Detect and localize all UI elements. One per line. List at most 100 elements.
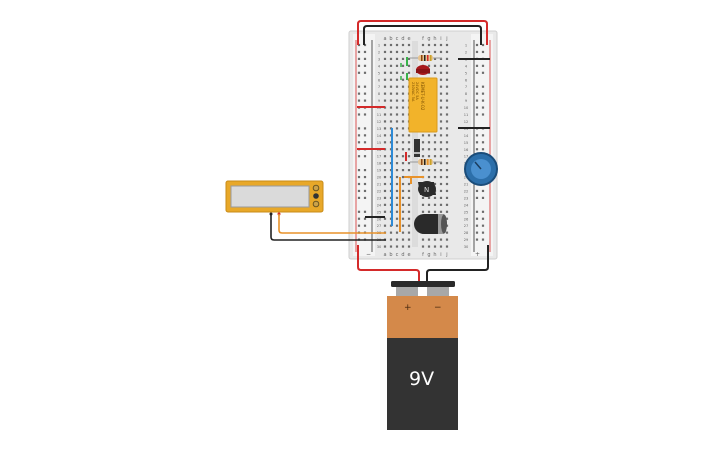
breadboard-hole[interactable] bbox=[395, 92, 399, 95]
breadboard-hole[interactable] bbox=[401, 106, 405, 109]
breadboard-hole[interactable] bbox=[401, 50, 405, 54]
breadboard-hole[interactable] bbox=[481, 217, 485, 220]
breadboard-hole[interactable] bbox=[433, 182, 437, 186]
breadboard-hole[interactable] bbox=[439, 127, 443, 130]
breadboard-hole[interactable] bbox=[357, 210, 361, 213]
breadboard-hole[interactable] bbox=[445, 175, 449, 179]
potentiometer[interactable] bbox=[464, 152, 498, 186]
breadboard-hole[interactable] bbox=[357, 155, 361, 158]
breadboard-hole[interactable] bbox=[395, 203, 399, 206]
breadboard-hole[interactable] bbox=[407, 217, 411, 220]
breadboard-hole[interactable] bbox=[421, 210, 425, 213]
breadboard-hole[interactable] bbox=[475, 64, 479, 67]
breadboard-hole[interactable] bbox=[401, 224, 405, 227]
breadboard-hole[interactable] bbox=[445, 71, 449, 74]
breadboard-hole[interactable] bbox=[383, 64, 387, 67]
breadboard-hole[interactable] bbox=[427, 141, 431, 144]
breadboard-hole[interactable] bbox=[433, 196, 437, 199]
breadboard-hole[interactable] bbox=[407, 169, 411, 172]
breadboard-hole[interactable] bbox=[439, 85, 443, 88]
multimeter-leads[interactable] bbox=[270, 214, 386, 241]
breadboard-hole[interactable] bbox=[395, 175, 399, 179]
breadboard-hole[interactable] bbox=[475, 224, 479, 227]
breadboard-hole[interactable] bbox=[383, 120, 387, 123]
breadboard-hole[interactable] bbox=[383, 78, 387, 81]
breadboard-hole[interactable] bbox=[433, 169, 437, 172]
breadboard-hole[interactable] bbox=[407, 238, 411, 241]
breadboard-hole[interactable] bbox=[401, 120, 405, 123]
breadboard-hole[interactable] bbox=[445, 231, 449, 234]
breadboard-hole[interactable] bbox=[407, 50, 411, 54]
breadboard-hole[interactable] bbox=[383, 175, 387, 179]
breadboard-hole[interactable] bbox=[395, 120, 399, 123]
breadboard-hole[interactable] bbox=[421, 50, 425, 54]
breadboard-hole[interactable] bbox=[481, 85, 485, 88]
breadboard-hole[interactable] bbox=[383, 57, 387, 60]
breadboard-hole[interactable] bbox=[421, 134, 425, 137]
breadboard-hole[interactable] bbox=[427, 43, 431, 47]
breadboard-hole[interactable] bbox=[433, 43, 437, 47]
breadboard-hole[interactable] bbox=[401, 148, 405, 151]
breadboard-hole[interactable] bbox=[383, 99, 387, 102]
breadboard-hole[interactable] bbox=[421, 245, 425, 248]
breadboard-hole[interactable] bbox=[383, 92, 387, 95]
breadboard-hole[interactable] bbox=[407, 203, 411, 206]
breadboard-hole[interactable] bbox=[445, 43, 449, 47]
breadboard-hole[interactable] bbox=[433, 148, 437, 151]
breadboard-hole[interactable] bbox=[433, 64, 437, 67]
resistor-2[interactable] bbox=[410, 159, 442, 165]
breadboard-hole[interactable] bbox=[407, 148, 411, 151]
breadboard-hole[interactable] bbox=[401, 196, 405, 199]
breadboard-hole[interactable] bbox=[357, 175, 361, 179]
breadboard-hole[interactable] bbox=[383, 169, 387, 172]
breadboard-hole[interactable] bbox=[481, 113, 485, 116]
breadboard-hole[interactable] bbox=[407, 189, 411, 193]
breadboard-hole[interactable] bbox=[433, 50, 437, 54]
breadboard-hole[interactable] bbox=[439, 92, 443, 95]
breadboard-hole[interactable] bbox=[445, 141, 449, 144]
breadboard-hole[interactable] bbox=[433, 155, 437, 158]
breadboard-hole[interactable] bbox=[427, 238, 431, 241]
multimeter-port-2[interactable] bbox=[313, 193, 319, 199]
breadboard-hole[interactable] bbox=[383, 210, 387, 213]
breadboard-hole[interactable] bbox=[401, 217, 405, 220]
breadboard-hole[interactable] bbox=[401, 155, 405, 158]
breadboard-hole[interactable] bbox=[407, 71, 411, 74]
breadboard-hole[interactable] bbox=[363, 182, 367, 186]
battery-leads[interactable] bbox=[357, 245, 489, 282]
breadboard-hole[interactable] bbox=[363, 169, 367, 172]
breadboard-hole[interactable] bbox=[363, 64, 367, 67]
breadboard-hole[interactable] bbox=[445, 210, 449, 213]
breadboard-hole[interactable] bbox=[357, 92, 361, 95]
breadboard-hole[interactable] bbox=[433, 238, 437, 241]
breadboard-hole[interactable] bbox=[439, 189, 443, 193]
breadboard-hole[interactable] bbox=[481, 92, 485, 95]
breadboard-hole[interactable] bbox=[445, 148, 449, 151]
breadboard-hole[interactable] bbox=[383, 113, 387, 116]
breadboard-hole[interactable] bbox=[395, 78, 399, 81]
breadboard-hole[interactable] bbox=[427, 245, 431, 248]
breadboard-hole[interactable] bbox=[363, 127, 367, 130]
breadboard-hole[interactable] bbox=[383, 134, 387, 137]
breadboard-hole[interactable] bbox=[439, 78, 443, 81]
breadboard-hole[interactable] bbox=[357, 196, 361, 199]
breadboard-hole[interactable] bbox=[421, 203, 425, 206]
breadboard-hole[interactable] bbox=[475, 43, 479, 47]
breadboard-hole[interactable] bbox=[427, 134, 431, 137]
breadboard-hole[interactable] bbox=[357, 182, 361, 186]
breadboard-hole[interactable] bbox=[363, 134, 367, 137]
breadboard-hole[interactable] bbox=[401, 85, 405, 88]
breadboard-hole[interactable] bbox=[427, 169, 431, 172]
breadboard-hole[interactable] bbox=[389, 71, 393, 74]
breadboard-hole[interactable] bbox=[439, 182, 443, 186]
breadboard-hole[interactable] bbox=[445, 64, 449, 67]
breadboard-hole[interactable] bbox=[407, 224, 411, 227]
breadboard-hole[interactable] bbox=[395, 231, 399, 234]
breadboard-hole[interactable] bbox=[383, 71, 387, 74]
breadboard-hole[interactable] bbox=[407, 182, 411, 186]
breadboard-hole[interactable] bbox=[407, 64, 411, 67]
breadboard-hole[interactable] bbox=[439, 175, 443, 179]
breadboard-hole[interactable] bbox=[401, 210, 405, 213]
breadboard-hole[interactable] bbox=[481, 71, 485, 74]
